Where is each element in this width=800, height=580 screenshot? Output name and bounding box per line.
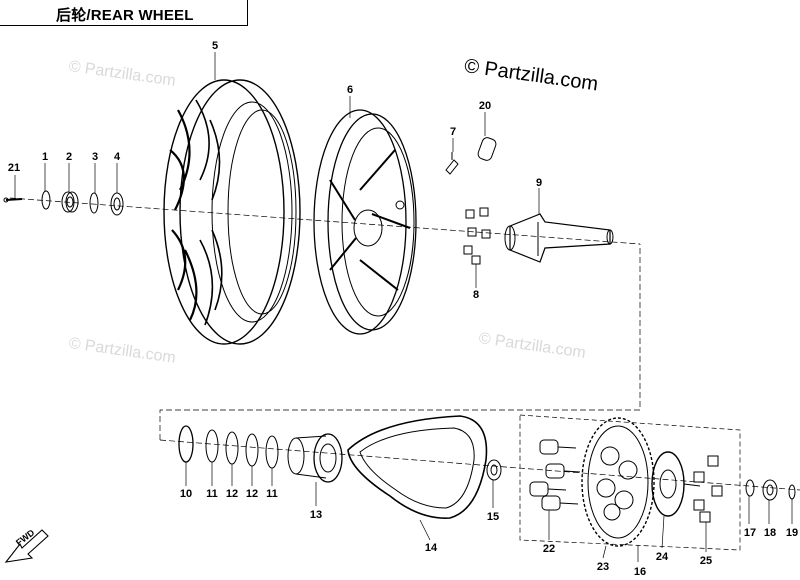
title-box: 后轮/REAR WHEEL [0, 0, 248, 26]
callout-22: 22 [543, 543, 555, 555]
part-13-hub [287, 433, 343, 483]
part-7-valve [445, 152, 459, 175]
part-2-bushing [61, 191, 79, 213]
part-15-washer [486, 459, 502, 481]
callout-25: 25 [700, 555, 712, 567]
part-1-ring [41, 190, 51, 210]
callout-10: 10 [180, 488, 192, 500]
callout-16: 16 [634, 566, 646, 578]
callout-11-b: 11 [266, 488, 278, 500]
callout-20: 20 [479, 100, 491, 112]
part-18-nut [762, 479, 778, 501]
diagram-title: 后轮/REAR WHEEL [56, 7, 194, 24]
callout-15: 15 [487, 511, 499, 523]
callout-13: 13 [310, 509, 322, 521]
part-22-studs [529, 439, 581, 511]
part-5-tire [163, 79, 301, 345]
callout-6: 6 [347, 84, 353, 96]
callout-18: 18 [764, 527, 776, 539]
callout-17: 17 [744, 527, 756, 539]
upper-axis-line [9, 197, 641, 245]
part-6-rim [313, 109, 417, 335]
callout-8: 8 [473, 289, 479, 301]
part-17-washer [745, 479, 755, 497]
callout-7: 7 [450, 126, 456, 138]
callout-1: 1 [42, 151, 48, 163]
callout-2: 2 [66, 151, 72, 163]
part-12-ring-2 [245, 433, 259, 467]
fwd-arrow [4, 529, 49, 563]
part-4-bearing [110, 192, 124, 216]
part-14-damper [347, 415, 488, 519]
leader-lines [14, 52, 793, 562]
callout-4: 4 [114, 151, 121, 163]
part-11-ring [205, 429, 219, 463]
callout-12: 12 [226, 488, 238, 500]
part-24-carrier [651, 451, 701, 517]
callout-11: 11 [206, 488, 218, 500]
callout-12-b: 12 [246, 488, 258, 500]
callout-14: 14 [425, 542, 438, 554]
part-19-clip [788, 484, 796, 500]
part-11-ring-2 [265, 435, 279, 469]
part-25-nuts [693, 455, 723, 523]
part-16-group-box [519, 414, 741, 551]
callout-5: 5 [212, 40, 218, 52]
connector-bracket [159, 244, 641, 440]
callout-24: 24 [656, 551, 669, 563]
callout-19: 19 [786, 527, 798, 539]
callout-23: 23 [597, 561, 609, 573]
callout-9: 9 [536, 177, 542, 189]
part-8-bolts [463, 207, 491, 265]
part-9-shaft [504, 213, 614, 263]
part-23-sprocket [581, 417, 655, 547]
callout-21: 21 [8, 162, 20, 174]
callout-3: 3 [92, 151, 98, 163]
part-21-bolt [3, 197, 23, 203]
part-20-cap [477, 137, 497, 161]
part-3-washer [89, 192, 99, 214]
part-12-ring [225, 431, 239, 465]
part-10-seal [178, 425, 194, 463]
lower-axis-line [159, 439, 800, 491]
